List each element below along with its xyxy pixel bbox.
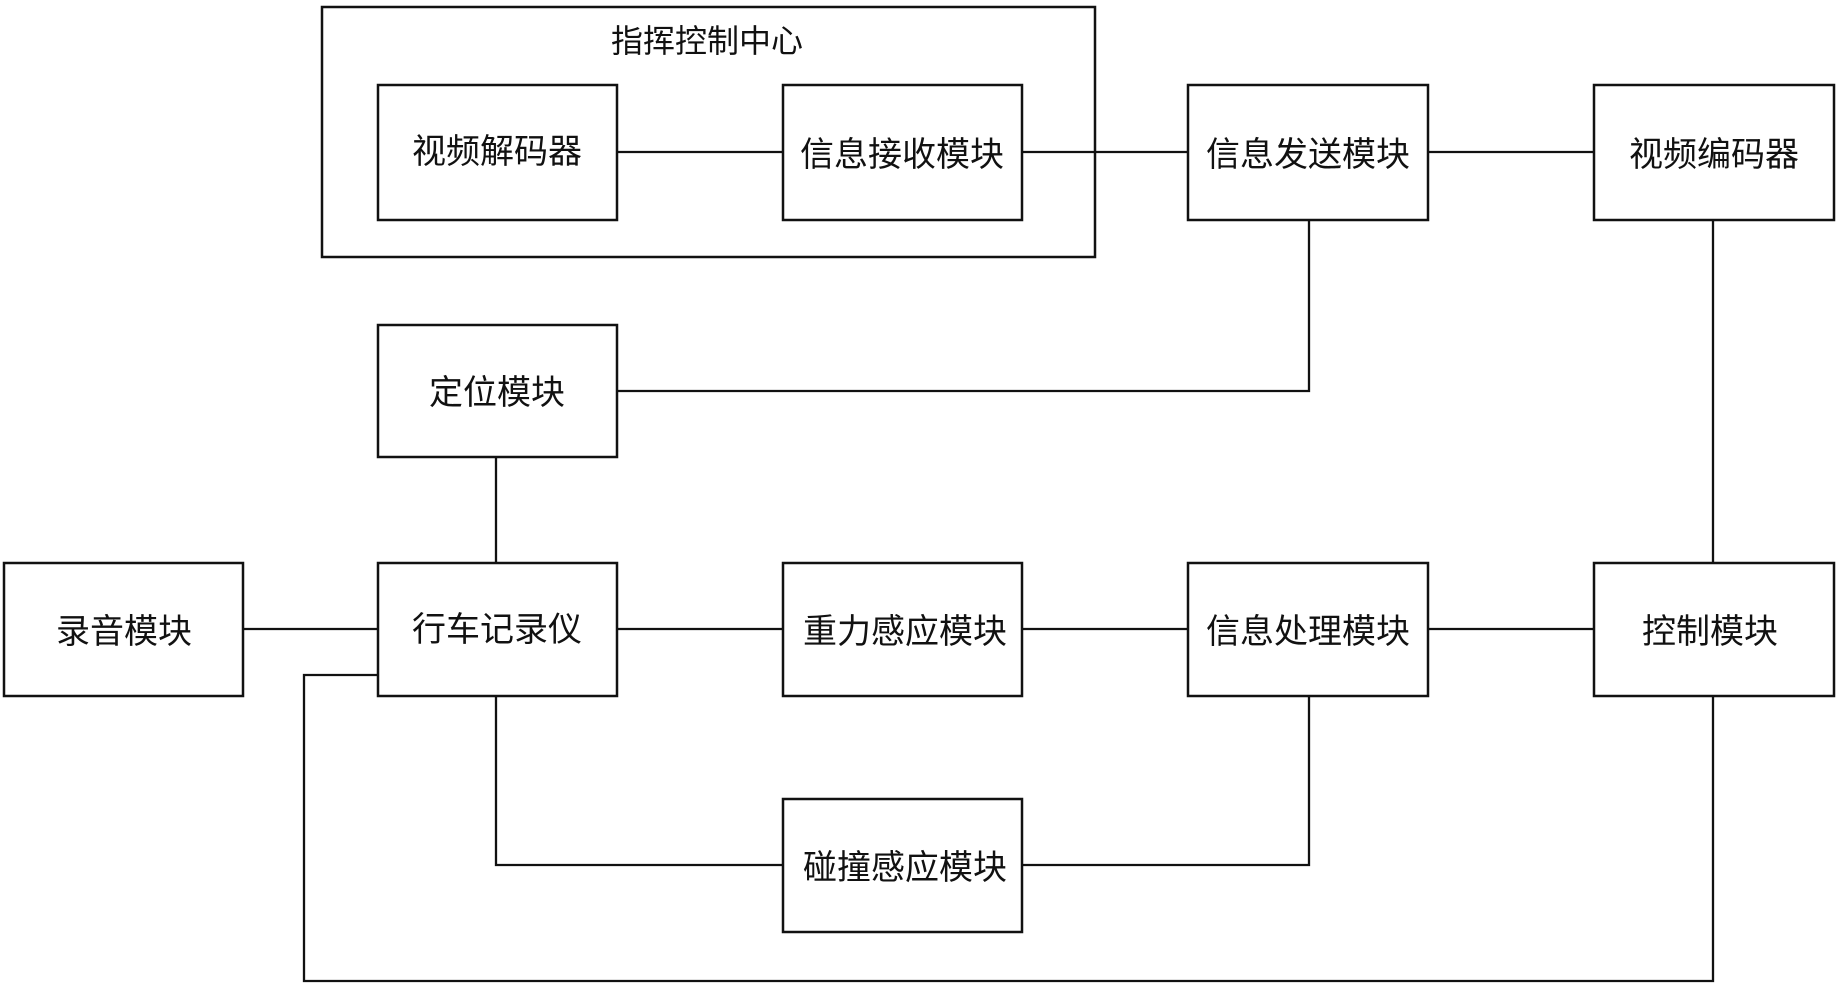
node-positioning-label: 定位模块 [429,373,565,413]
node-dashcam-label: 行车记录仪 [412,610,582,650]
node-video-decoder: 视频解码器 [378,85,617,220]
node-collision-sensor-label: 碰撞感应模块 [803,848,1007,888]
node-control: 控制模块 [1594,563,1834,696]
node-video-encoder-label: 视频编码器 [1629,135,1799,175]
node-positioning: 定位模块 [378,325,617,457]
node-info-receive: 信息接收模块 [783,85,1022,220]
node-info-send: 信息发送模块 [1188,85,1428,220]
node-video-decoder-label: 视频解码器 [412,132,582,172]
node-gravity-sensor-label: 重力感应模块 [803,612,1007,652]
edge-info-send-positioning [617,220,1309,391]
node-recording: 录音模块 [4,563,243,696]
edge-dashcam-collision-sensor [496,696,783,865]
command-center-title: 指挥控制中心 [611,22,803,60]
node-recording-label: 录音模块 [56,612,192,652]
node-info-send-label: 信息发送模块 [1206,135,1410,175]
node-info-receive-label: 信息接收模块 [800,135,1004,175]
node-control-label: 控制模块 [1642,612,1778,652]
node-dashcam: 行车记录仪 [378,563,617,696]
node-info-processing: 信息处理模块 [1188,563,1428,696]
node-collision-sensor: 碰撞感应模块 [783,799,1022,932]
node-gravity-sensor: 重力感应模块 [783,563,1022,696]
node-video-encoder: 视频编码器 [1594,85,1834,220]
node-info-processing-label: 信息处理模块 [1206,612,1410,652]
edge-collision-sensor-info-processing [1022,696,1309,865]
